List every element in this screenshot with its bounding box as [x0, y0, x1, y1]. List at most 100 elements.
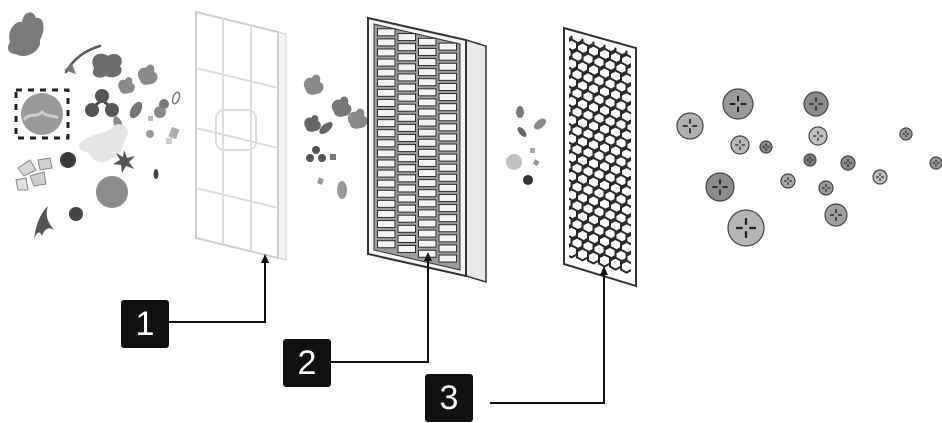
honeycomb-cell	[598, 253, 611, 268]
hepa-pleat-cell	[438, 163, 457, 172]
crosshair-circle-icon	[899, 127, 913, 141]
hepa-pleat-cell	[418, 148, 437, 157]
pollen-grain	[319, 122, 333, 134]
hepa-pleat-cell	[397, 93, 416, 102]
pollen-grain	[129, 101, 143, 119]
honeycomb-cell	[569, 83, 573, 98]
hepa-pleat-cell	[397, 113, 416, 122]
hepa-pleat-cell	[418, 128, 437, 137]
hepa-pleat-cell	[377, 139, 396, 148]
flame-particle	[303, 74, 324, 95]
hepa-pleat-cell	[377, 88, 396, 97]
hepa-pleat-cell	[377, 179, 396, 188]
honeycomb-cell	[576, 247, 589, 262]
pet-dander	[79, 124, 128, 163]
crosshair-circle-icon	[730, 135, 750, 155]
hepa-pleat-cell	[377, 129, 396, 138]
carbon-honeycomb-mesh	[569, 35, 631, 274]
hepa-pleat-cell	[418, 37, 437, 46]
hepa-pleat-cell	[438, 143, 457, 152]
debris-chip	[166, 138, 172, 144]
honeycomb-cell	[569, 64, 573, 80]
honeycomb-cell	[569, 195, 573, 211]
fur-tuft	[64, 64, 76, 74]
hepa-pleat-cell	[397, 83, 416, 92]
soot-particle	[60, 152, 76, 168]
debris-chip	[168, 126, 180, 140]
hepa-pleat-cell	[438, 204, 457, 213]
hepa-pleat-cell	[397, 73, 416, 82]
flame-particle	[137, 64, 158, 85]
pollen-grain	[154, 106, 166, 118]
crosshair-circle-icon	[929, 156, 942, 170]
crosshair-circle-icon	[780, 173, 796, 189]
callout-1-arrowhead	[261, 254, 269, 263]
hepa-pleat-cell	[397, 174, 416, 183]
soot-particle	[523, 175, 533, 185]
crosshair-circle-icon	[722, 88, 754, 120]
hepa-pleat-cell	[397, 204, 416, 213]
hepa-pleat-cell	[438, 183, 457, 192]
hepa-pleat-cell	[397, 133, 416, 142]
hepa-pleat-cell	[438, 234, 457, 243]
hepa-pleat-cell	[397, 63, 416, 72]
pollen-grain	[159, 99, 169, 109]
hepa-pleat-cell	[418, 179, 437, 188]
clean-air-particles	[676, 88, 942, 247]
dust-flake	[92, 53, 122, 78]
hepa-pleat-cell	[438, 224, 457, 233]
hepa-pleat-cell	[438, 42, 457, 51]
crosshair-circle-icon	[803, 153, 817, 167]
hepa-pleat-cell	[397, 53, 416, 62]
debris-chip	[317, 177, 324, 185]
hepa-filter	[367, 16, 487, 284]
debris-chip	[530, 148, 535, 153]
hepa-pleat-cell	[397, 154, 416, 163]
crosshair-circle-icon	[824, 203, 848, 227]
hepa-pleat-cell	[397, 234, 416, 243]
hepa-pleat-cell	[438, 103, 457, 112]
pre-filter-frame	[195, 10, 279, 260]
crosshair-circle-icon	[676, 112, 704, 140]
hepa-pleat-cell	[438, 244, 457, 253]
spiky-particle	[113, 150, 135, 173]
crosshair-circle-icon	[705, 172, 735, 202]
honeycomb-cell	[569, 46, 573, 61]
crosshair-circle-icon	[808, 126, 828, 146]
hepa-pleat-cell	[377, 78, 396, 87]
hepa-pleat-cell	[377, 240, 396, 249]
honeycomb-cell	[569, 121, 573, 136]
flame-particle	[331, 96, 352, 117]
pre-filter	[195, 10, 287, 261]
pollutants-stage-1	[303, 74, 368, 199]
callout-3: 3	[425, 374, 473, 422]
hepa-pleat-cell	[418, 98, 437, 107]
carbon-filter	[563, 26, 637, 288]
hepa-pleat-cell	[438, 82, 457, 91]
honeycomb-cell	[620, 259, 631, 274]
hepa-pleat-cell	[438, 72, 457, 81]
crosshair-circle-icon	[818, 180, 834, 196]
hepa-pleat-cell	[418, 219, 437, 228]
flame-particle	[118, 77, 135, 94]
callout-2-arrowhead	[424, 252, 432, 261]
hepa-pleat-cell	[377, 149, 396, 158]
debris-chip	[148, 116, 153, 121]
hepa-pleat-cell	[397, 33, 416, 42]
honeycomb-cell	[569, 139, 573, 155]
grey-sphere	[96, 176, 128, 208]
hepa-pleat-cell	[377, 48, 396, 57]
hepa-pleat-cell	[377, 68, 396, 77]
hepa-pleat-cell	[418, 209, 437, 218]
hepa-pleat-cell	[377, 38, 396, 47]
hepa-pleat-cell	[397, 164, 416, 173]
hepa-pleat-cell	[418, 88, 437, 97]
hepa-pleat-cell	[438, 254, 457, 263]
hepa-pleat-cell	[418, 78, 437, 87]
crosshair-circle-icon	[759, 140, 773, 154]
hepa-pleat-cell	[438, 193, 457, 202]
crosshair-circle-icon	[840, 155, 856, 171]
molecule-icon	[306, 146, 326, 162]
hepa-pleat-cell	[397, 244, 416, 253]
hepa-pleat-cell	[397, 184, 416, 193]
